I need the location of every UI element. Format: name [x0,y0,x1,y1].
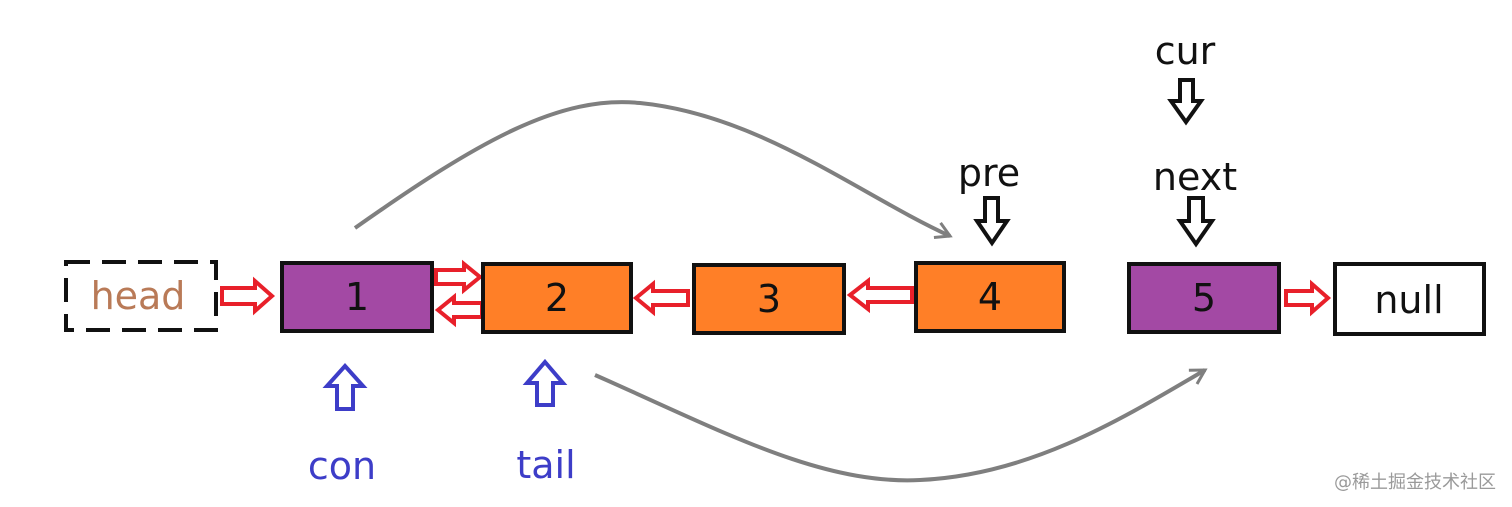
hollow-up-arrow-icon [522,358,568,407]
node-head-label: head [91,274,186,318]
watermark: @稀土掘金技术社区 [1334,472,1496,493]
hollow-down-arrow-icon [973,196,1011,247]
node-4-label: 4 [978,275,1002,319]
node-4: 4 [914,261,1066,333]
node-null-label: null [1374,278,1443,322]
pointer-cur-label: cur [1155,29,1216,73]
node-3-label: 3 [757,277,781,321]
hollow-down-arrow-icon [1176,196,1216,248]
hollow-down-arrow-icon [1167,78,1205,126]
node-3: 3 [692,263,846,335]
pointer-tail-label: tail [516,443,575,487]
pointer-next-label: next [1153,155,1237,199]
red-arrow-4-to-3 [846,276,914,314]
hollow-up-arrow-icon [322,363,368,411]
node-1-label: 1 [345,275,369,319]
red-arrow-2-to-1 [434,292,484,328]
red-arrow-1-to-2 [434,259,484,295]
node-1: 1 [280,261,434,333]
node-2: 2 [481,262,633,334]
node-null: null [1333,262,1486,336]
curve-arrow-top [353,100,953,239]
node-5: 5 [1127,262,1281,334]
red-arrow-3-to-2 [632,279,690,317]
curve-arrow-bottom [594,368,1208,483]
pointer-con-label: con [308,444,376,488]
red-arrow-5-to-null [1284,279,1332,317]
node-head: head [64,260,218,332]
node-5-label: 5 [1192,276,1216,320]
red-arrow-head-to-1 [220,276,276,316]
pointer-pre-label: pre [958,151,1020,195]
node-2-label: 2 [545,276,569,320]
